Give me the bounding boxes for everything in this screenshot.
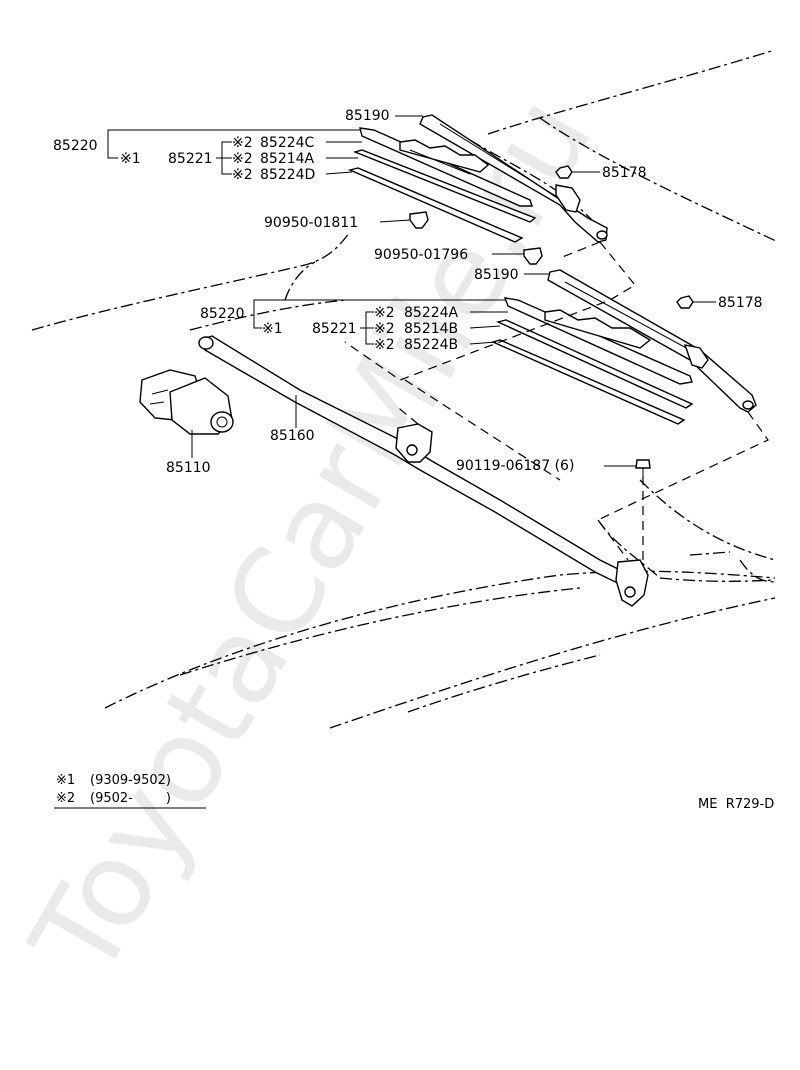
label-nut-upper: 85178 [602,165,647,181]
label-ins-l3: 85224B [404,337,458,353]
label-ins-u2: 85214A [260,151,315,167]
label-blade-upper: 85221 [168,151,213,167]
nut-lower-icon [676,295,694,309]
footnote-block: ※1 (9309-9502) ※2 (9502- ) [54,773,206,809]
label-bolt: 90119-06187 (6) [456,458,574,474]
footnote-2-range: (9502- ) [90,791,171,806]
nut-upper-icon [555,165,573,179]
label-ins-u3: 85224D [260,167,315,183]
bolt-icon [635,459,651,476]
label-blade-assy-upper: 85220 [53,138,98,154]
watermark-text: ToyotaCarMile.ru [4,74,618,1000]
label-ins-l2: 85214B [404,321,458,337]
upper-wiper-arm [419,114,608,243]
label-ins-l1-mark: ※2 [374,305,395,321]
label-ins-l1: 85224A [404,305,459,321]
clip-lower-icon [523,247,543,265]
label-ins-u1-mark: ※2 [232,135,253,151]
label-arm-lower: 85190 [474,267,519,283]
label-nut-lower: 85178 [718,295,763,311]
wiper-link [198,335,649,607]
lower-wiper-arm [547,269,757,413]
label-ins-l2-mark: ※2 [374,321,395,337]
lower-wiper-blade [490,297,694,425]
wiper-motor [139,369,234,435]
label-ins-u3-mark: ※2 [232,167,253,183]
label-motor: 85110 [166,460,211,476]
label-arm-upper: 85190 [345,108,390,124]
footnote-2-mark: ※2 [56,791,75,806]
footnote-1-mark: ※1 [56,773,75,788]
part-labels: 85190 85220 ※1 85221 ※2 85224C ※2 85214A… [53,108,763,476]
label-note-lower: ※1 [262,321,283,337]
footnote-1-range: (9309-9502) [90,773,171,788]
label-note-upper: ※1 [120,151,141,167]
label-ins-u1: 85224C [260,135,315,151]
leader-lines [107,115,716,467]
label-blade-assy-lower: 85220 [200,306,245,322]
label-blade-lower: 85221 [312,321,357,337]
label-clip-a: 90950-01811 [264,215,358,231]
label-ins-u2-mark: ※2 [232,151,253,167]
assembly-lines [344,241,769,561]
upper-wiper-blade [347,127,537,243]
label-ins-l3-mark: ※2 [374,337,395,353]
diagram-code: ME R729-D [698,797,774,812]
label-clip-b: 90950-01796 [374,247,468,263]
label-link: 85160 [270,428,315,444]
